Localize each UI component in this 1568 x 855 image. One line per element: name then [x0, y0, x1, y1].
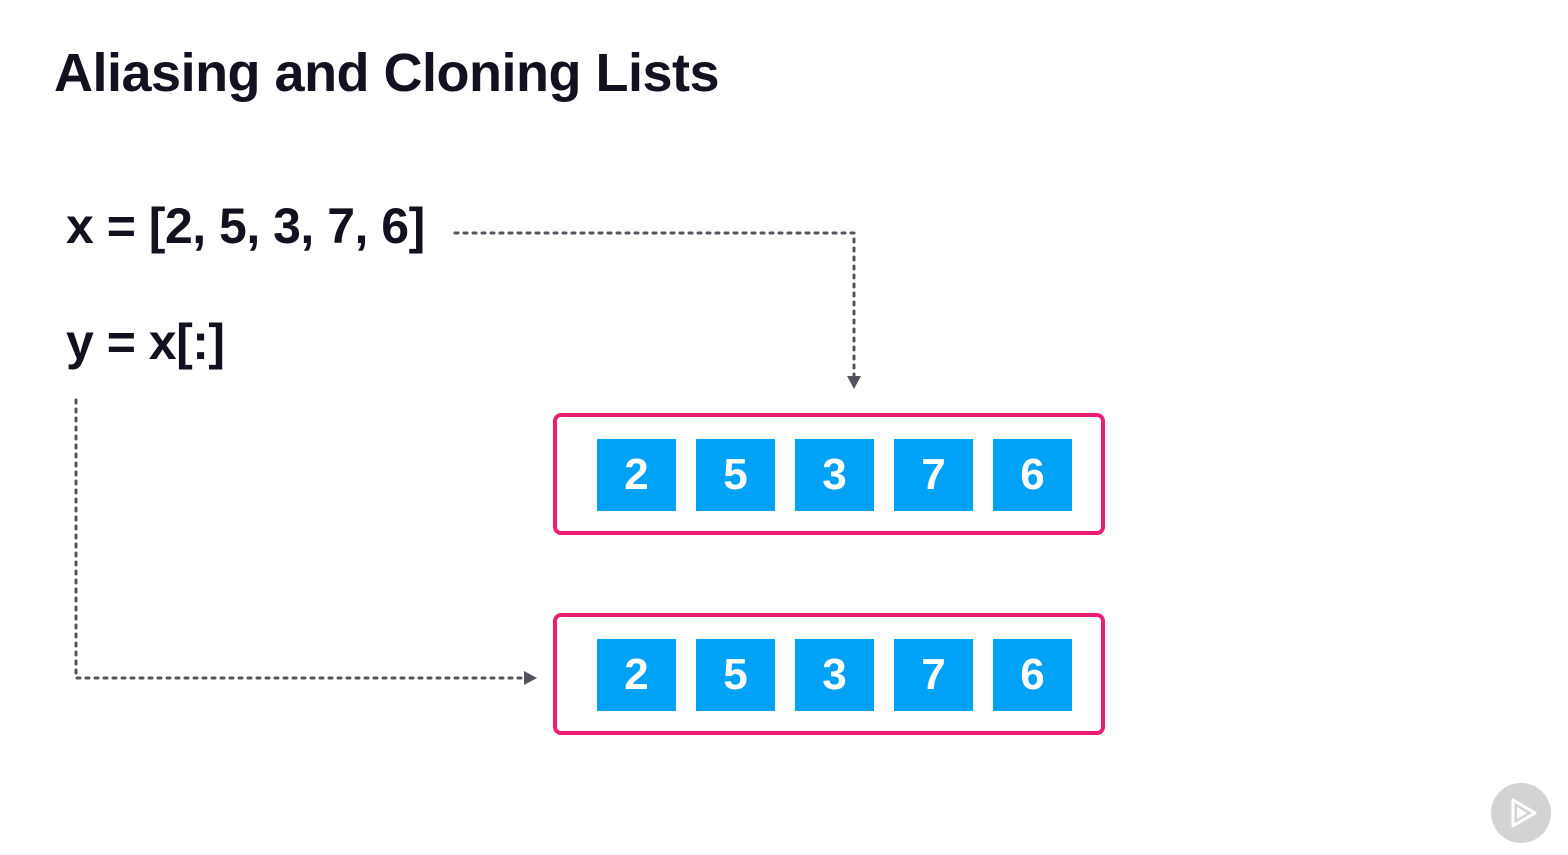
- list-cell: 5: [696, 439, 775, 511]
- y-arrowhead-icon: [524, 671, 537, 685]
- y-reference-arrow: [74, 398, 526, 680]
- list-cell: 7: [894, 439, 973, 511]
- list-cell: 2: [597, 639, 676, 711]
- slide-title: Aliasing and Cloning Lists: [54, 43, 720, 103]
- list-object-original: 2 5 3 7 6: [553, 413, 1105, 535]
- code-line-y: y = x[:]: [66, 314, 225, 370]
- x-reference-arrow: [453, 231, 856, 378]
- list-cell: 5: [696, 639, 775, 711]
- play-logo-icon: [1491, 783, 1551, 843]
- list-cells: 2 5 3 7 6: [597, 639, 1072, 711]
- code-line-x: x = [2, 5, 3, 7, 6]: [66, 198, 425, 254]
- list-cell: 3: [795, 439, 874, 511]
- list-cell: 6: [993, 439, 1072, 511]
- list-cell: 2: [597, 439, 676, 511]
- x-arrowhead-icon: [847, 376, 861, 389]
- list-cell: 3: [795, 639, 874, 711]
- list-cell: 7: [894, 639, 973, 711]
- list-cells: 2 5 3 7 6: [597, 439, 1072, 511]
- list-cell: 6: [993, 639, 1072, 711]
- play-triangle-icon: [1511, 798, 1537, 828]
- list-object-clone: 2 5 3 7 6: [553, 613, 1105, 735]
